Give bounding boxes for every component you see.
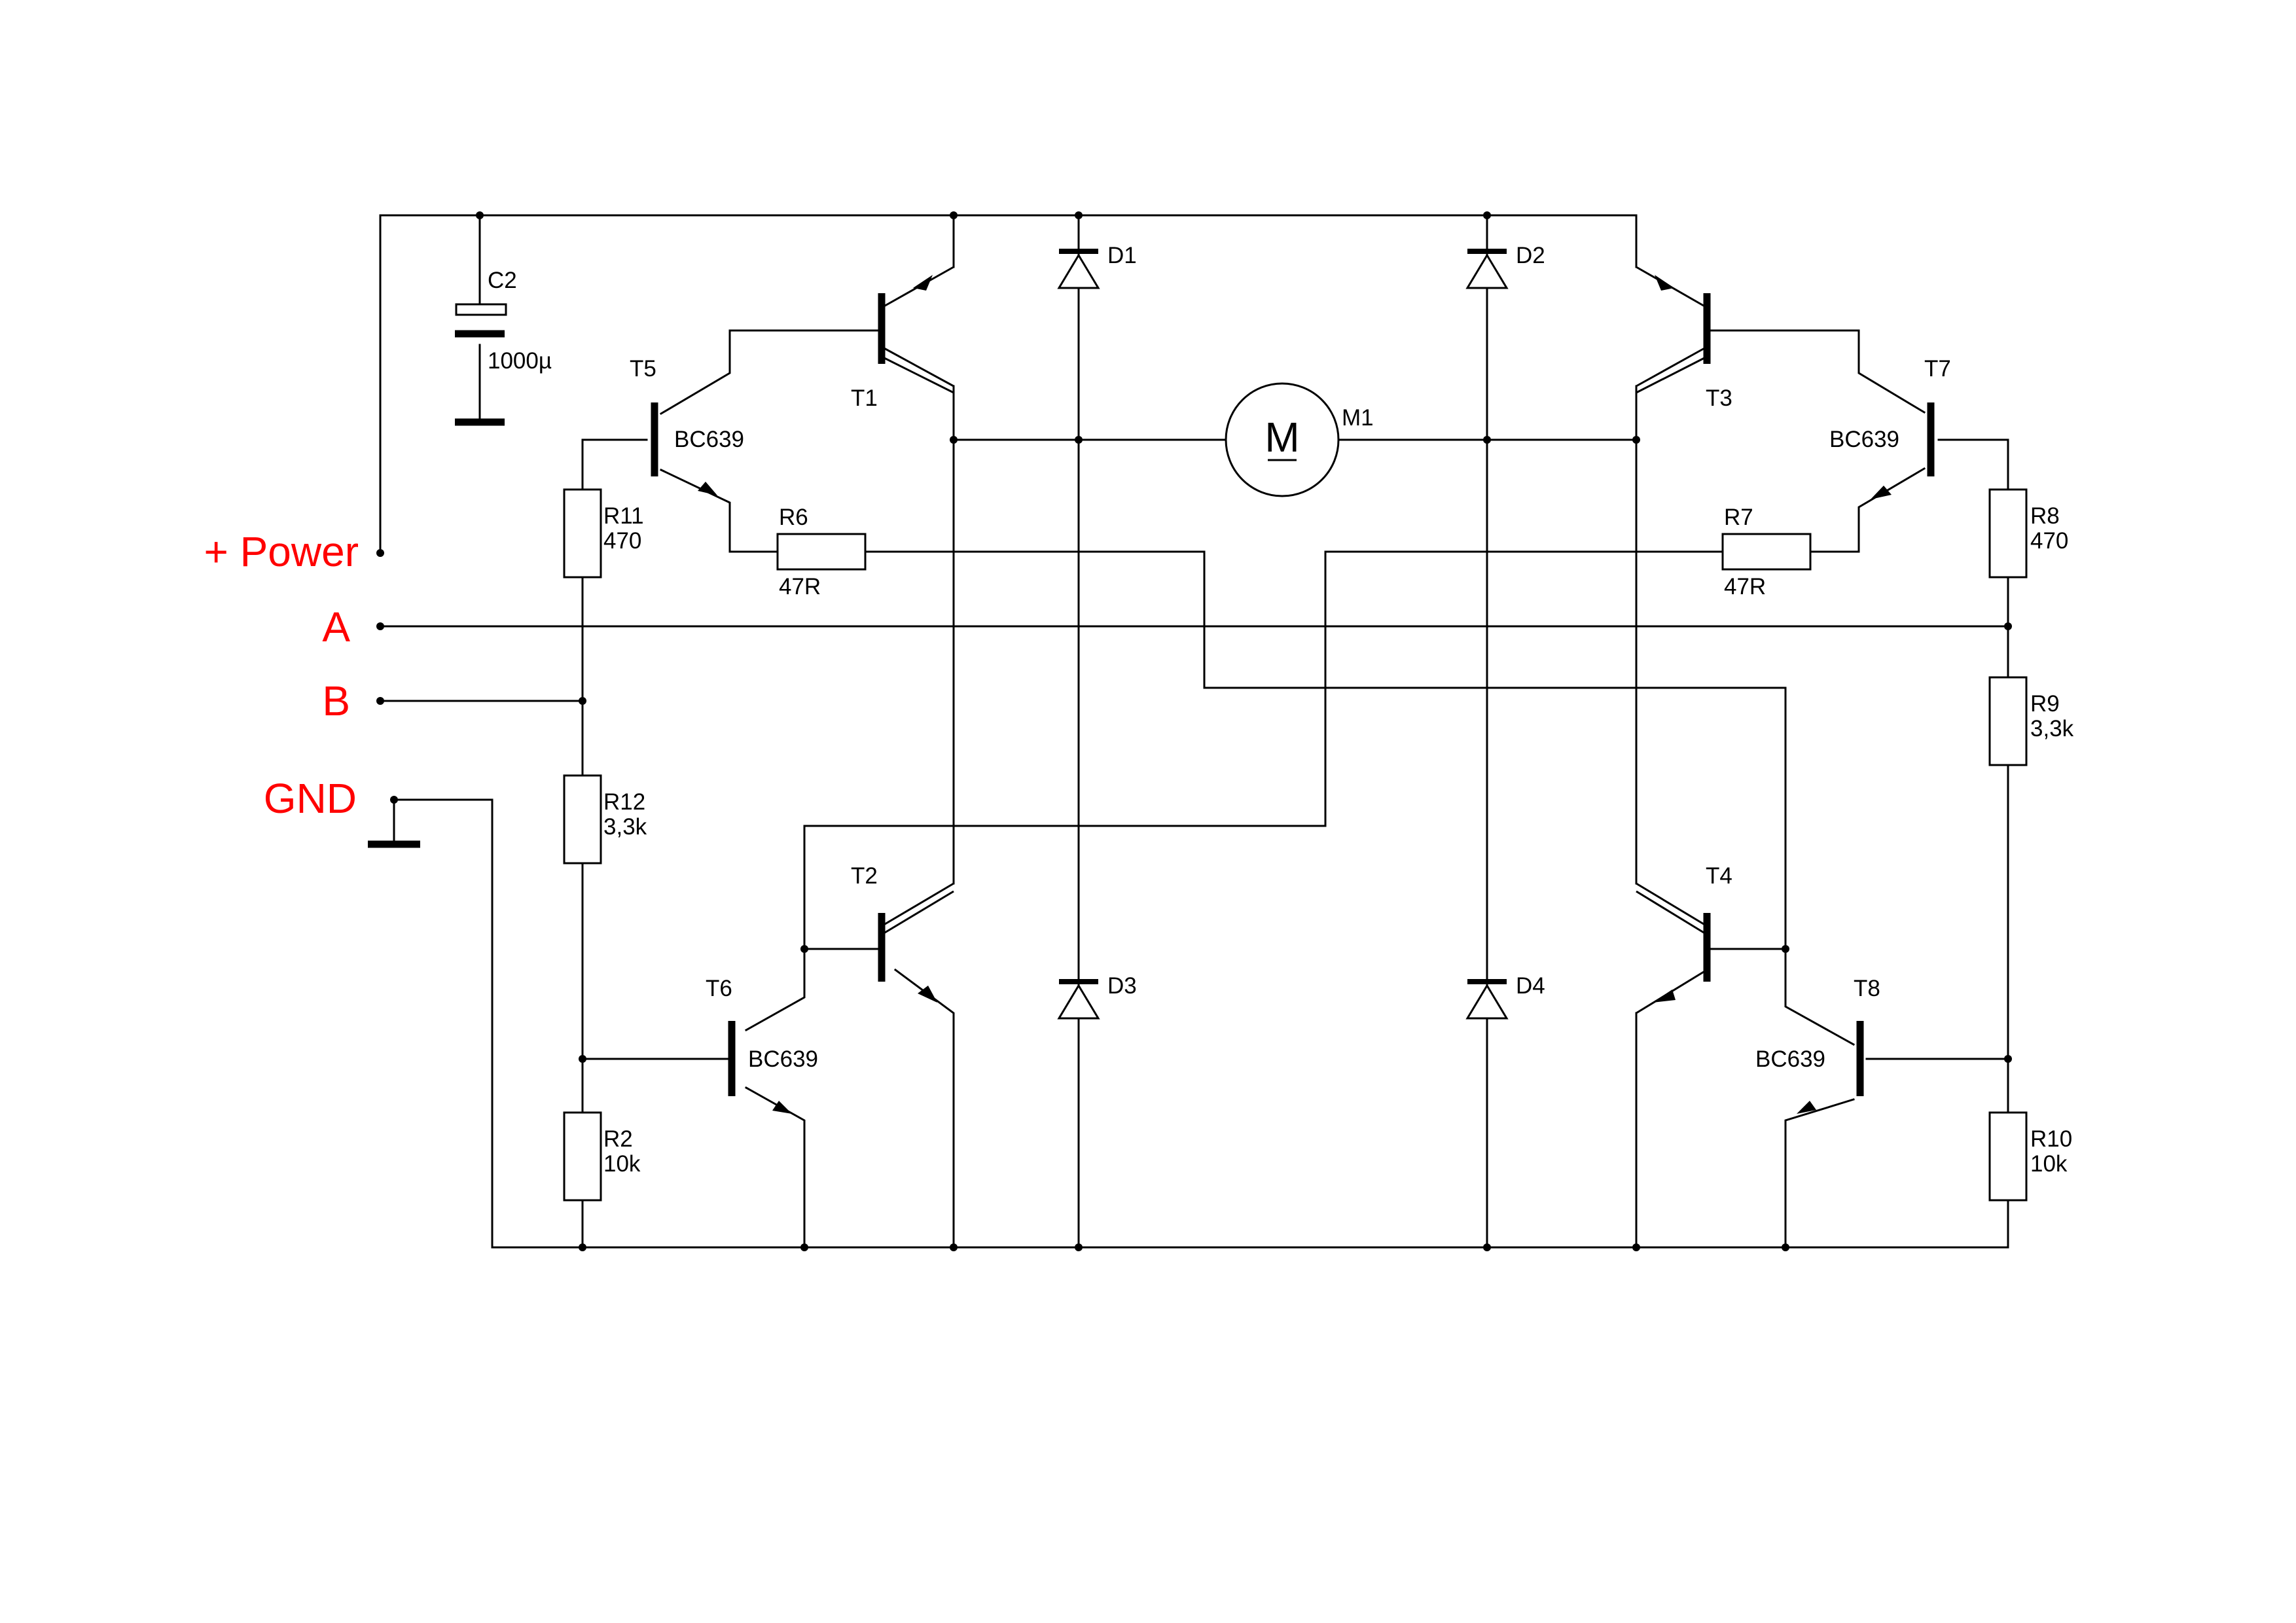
r12-ref: R12: [603, 789, 645, 815]
d2-ref: D2: [1516, 243, 1545, 268]
r8-value: 470: [2030, 528, 2068, 554]
r7-value: 47R: [1724, 574, 1766, 599]
m1-ref: M1: [1342, 405, 1374, 431]
resistor-r6: R6 47R: [776, 505, 867, 599]
r10-value: 10k: [2030, 1151, 2068, 1177]
d3-ref: D3: [1107, 973, 1137, 999]
diode-d1: D1: [1057, 243, 1137, 289]
transistor-t1: T1: [851, 266, 954, 411]
t2-ref: T2: [851, 863, 878, 889]
d1-ref: D1: [1107, 243, 1137, 268]
r6-value: 47R: [779, 574, 821, 599]
resistor-r11: R11 470: [563, 488, 644, 579]
terminal-labels: + Power A B GND: [204, 528, 359, 822]
terminal-b-label: B: [322, 677, 350, 724]
r7-ref: R7: [1724, 505, 1753, 530]
wires: [379, 214, 2009, 1249]
motor-symbol: M: [1265, 414, 1299, 461]
t1-ref: T1: [851, 385, 878, 411]
diode-d3: D3: [1057, 973, 1137, 1020]
transistor-t5: T5 BC639: [630, 356, 744, 495]
resistor-r10: R10 10k: [1988, 1111, 2072, 1202]
terminal-a-label: A: [322, 603, 350, 651]
diode-d4: D4: [1465, 973, 1545, 1020]
d4-ref: D4: [1516, 973, 1545, 999]
resistor-r8: R8 470: [1988, 488, 2068, 579]
r12-value: 3,3k: [603, 814, 647, 840]
transistor-t8: T8 BC639: [1755, 976, 1880, 1114]
resistor-r2: R2 10k: [563, 1111, 641, 1202]
t5-ref: T5: [630, 356, 656, 382]
t3-ref: T3: [1706, 385, 1732, 411]
r10-ref: R10: [2030, 1126, 2072, 1152]
r9-value: 3,3k: [2030, 716, 2074, 741]
resistor-r9: R9 3,3k: [1988, 676, 2074, 766]
transistor-t7: T7 BC639: [1829, 356, 1951, 499]
transistor-t2: T2: [851, 863, 954, 1003]
terminal-gnd-label: GND: [264, 775, 357, 822]
transistor-t6: T6 BC639: [706, 976, 818, 1114]
c2-value: 1000µ: [488, 348, 552, 374]
diode-d2: D2: [1465, 243, 1545, 289]
c2-ref: C2: [488, 268, 517, 293]
r8-ref: R8: [2030, 503, 2060, 529]
t5-value: BC639: [674, 427, 744, 452]
resistor-r12: R12 3,3k: [563, 774, 647, 865]
resistor-r7: R7 47R: [1721, 505, 1812, 599]
transistor-t3: T3: [1636, 266, 1732, 411]
r6-ref: R6: [779, 505, 808, 530]
capacitor-c2: C2 1000µ: [455, 268, 552, 426]
t8-value: BC639: [1755, 1046, 1825, 1072]
t4-ref: T4: [1706, 863, 1732, 889]
motor-m1: M M1: [1225, 382, 1374, 497]
terminal-power-label: + Power: [204, 528, 359, 575]
t6-ref: T6: [706, 976, 732, 1001]
t8-ref: T8: [1854, 976, 1880, 1001]
junction-dots: [376, 211, 2012, 1251]
r2-ref: R2: [603, 1126, 633, 1152]
t6-value: BC639: [748, 1046, 818, 1072]
t7-ref: T7: [1924, 356, 1951, 382]
transistor-t4: T4: [1636, 863, 1732, 1014]
r11-ref: R11: [603, 503, 644, 529]
r11-value: 470: [603, 528, 641, 554]
r9-ref: R9: [2030, 691, 2060, 717]
r2-value: 10k: [603, 1151, 641, 1177]
t7-value: BC639: [1829, 427, 1899, 452]
